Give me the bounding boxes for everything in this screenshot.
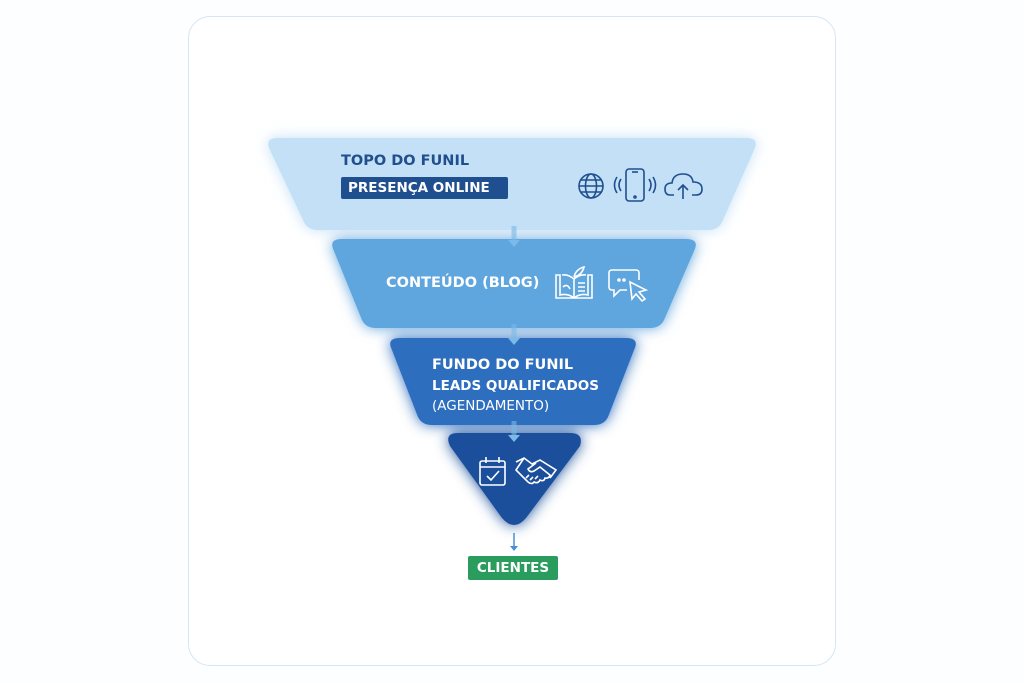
handshake-icon — [514, 457, 558, 485]
open-book-plant-icon — [555, 265, 593, 300]
tier-3-shape — [390, 338, 636, 425]
tier-3-line3: (AGENDAMENTO) — [432, 398, 550, 414]
tier-1-subtitle-badge: PRESENÇA ONLINE — [341, 177, 508, 199]
clientes-badge: CLIENTES — [468, 556, 558, 580]
arrow-4 — [510, 533, 518, 551]
tier-1-title: TOPO DO FUNIL — [341, 153, 470, 169]
arrows — [508, 226, 520, 551]
tier-2-title: CONTEÚDO (BLOG) — [386, 275, 540, 291]
cloud-upload-icon — [664, 173, 703, 199]
calendar-check-icon — [479, 457, 506, 486]
tier-2-shape — [332, 239, 696, 328]
arrow-3 — [508, 421, 520, 442]
arrow-1 — [508, 226, 520, 247]
tier-1-shape — [268, 138, 756, 230]
smartphone-signal-icon — [613, 168, 657, 202]
tier-3-title: FUNDO DO FUNIL — [432, 357, 574, 373]
arrow-2 — [508, 324, 520, 345]
globe-icon — [578, 173, 604, 199]
tier-3-line2: LEADS QUALIFICADOS — [432, 378, 600, 394]
tier-4-shape — [448, 433, 581, 525]
chat-cursor-icon — [608, 269, 649, 303]
